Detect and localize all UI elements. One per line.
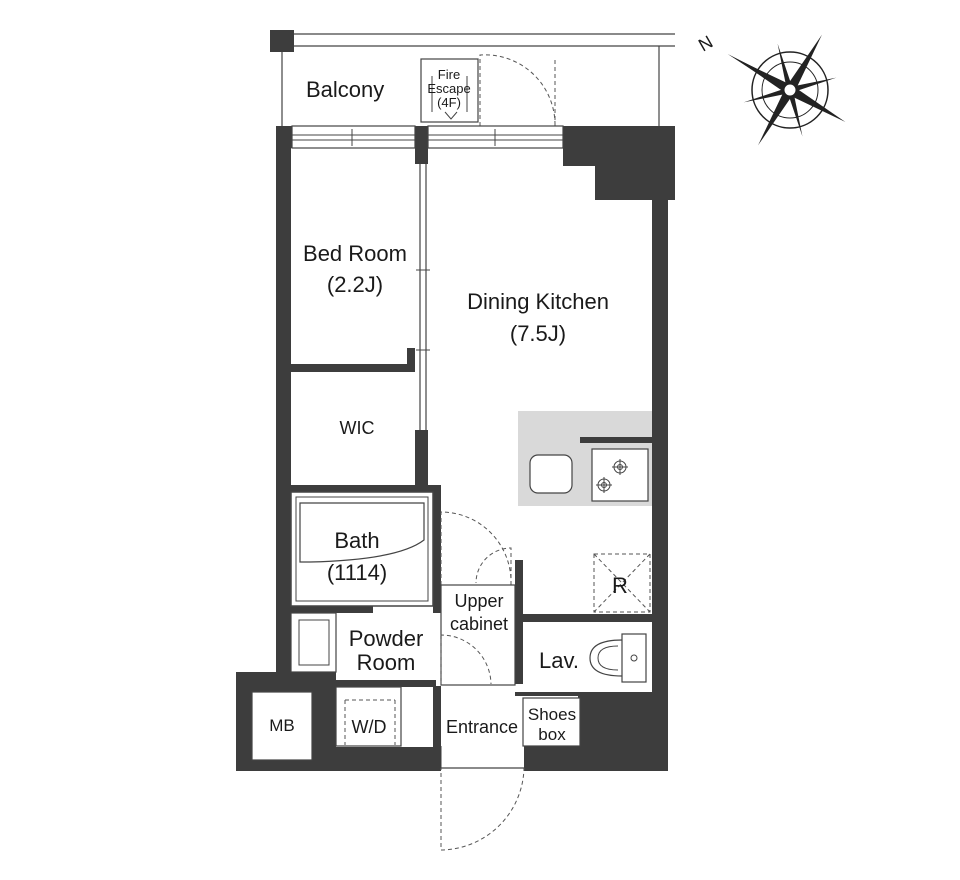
bathtub [290,491,434,607]
meter-box [251,691,313,761]
wd-label: W/D [352,717,387,737]
north-label: N [695,32,716,56]
shoes-box [522,697,581,747]
kitchen-counter [518,411,652,506]
balcony-label: Balcony [306,77,384,102]
dining-kitchen-size: (7.5J) [510,321,566,346]
upper-cabinet-line2: cabinet [450,614,508,634]
mb-label: MB [269,716,295,735]
fire-escape-line1: Fire [438,67,460,82]
lav-label: Lav. [539,648,579,673]
sliding-partition [416,164,430,430]
wic-label: WIC [340,418,375,438]
refrigerator-label: R [612,573,628,598]
bath-size: (1114) [327,560,387,585]
shoes-box-line2: box [538,725,566,744]
shoes-box-line1: Shoes [528,705,576,724]
dining-kitchen-label: Dining Kitchen [467,289,609,314]
entrance-label: Entrance [446,717,518,737]
powder-room-line1: Powder [349,626,424,651]
powder-vanity [290,612,337,673]
bath-label: Bath [334,528,379,553]
walls [236,126,675,771]
fire-escape-hatch [420,58,479,123]
upper-cabinet-line1: Upper [454,591,503,611]
powder-room-line2: Room [357,650,416,675]
refrigerator-space [593,553,651,613]
entrance-door-swing [440,766,525,851]
sink-icon [529,454,573,494]
bedroom-label: Bed Room [303,241,407,266]
fire-escape-line3: (4F) [437,95,461,110]
washer-dryer-space [335,686,402,747]
bedroom-size: (2.2J) [327,272,383,297]
compass-rose [727,34,846,146]
toilet-icon [523,622,652,692]
fire-escape-line2: Escape [427,81,470,96]
balcony-windows [291,125,564,149]
bath-door-swing [440,511,512,585]
balcony: Fire Escape (4F) [270,30,675,127]
balcony-door-swing [479,54,556,127]
